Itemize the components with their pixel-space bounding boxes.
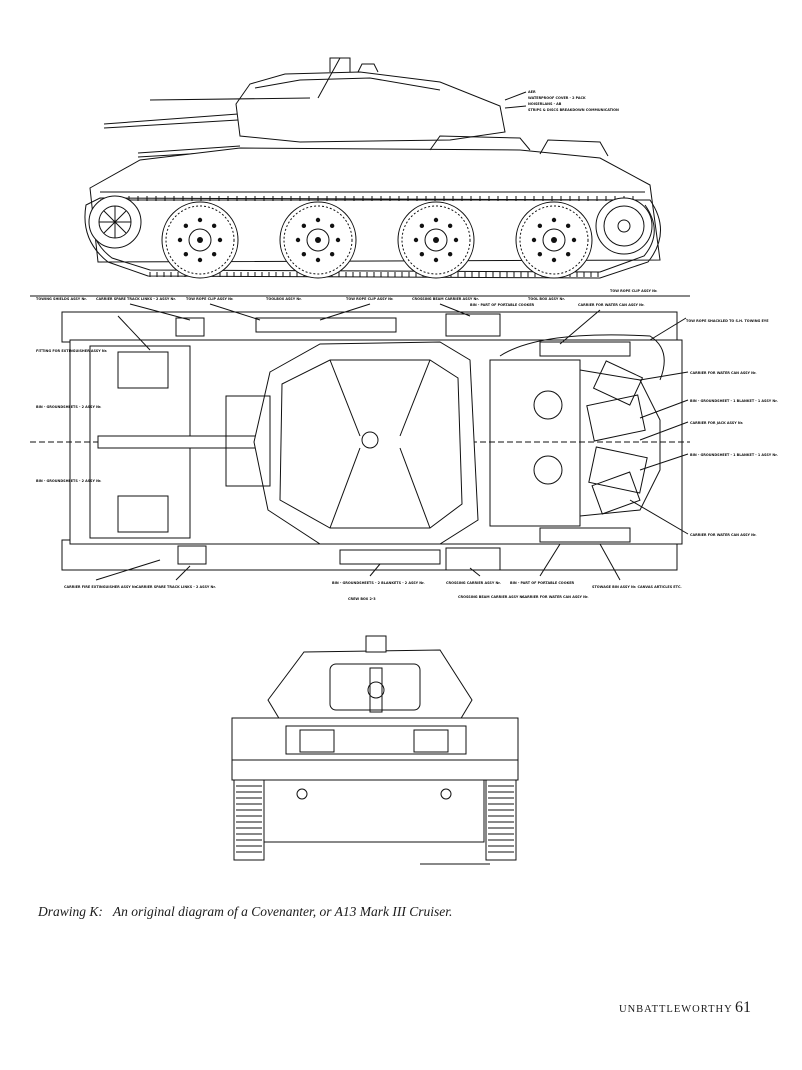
side-label-1: AER [528, 90, 536, 94]
water-can-carrier-bottom [591, 471, 641, 515]
plan-left-label-3: BIN - GROUNDSHEETS - 2 ASSY Nr. [36, 479, 101, 483]
caption-text: An original diagram of a Covenanter, or … [112, 904, 453, 919]
plan-labels-right: TOW ROPE SHACKLED TO S.H. TOWING EYE CAR… [686, 319, 778, 537]
side-elevation-view: AER WATERPROOF COVER - 2 PACK NOISERLANS… [84, 57, 661, 279]
plan-labels-left: FITTING FOR EXTINGUISHER ASSY Nr. BIN - … [36, 349, 107, 483]
plan-right-label-6: CARRIER FOR WATER CAN ASSY Nr. [690, 533, 757, 537]
plan-top-label-4: TOOLBOX ASSY Nr. [266, 297, 302, 301]
plan-top-label-3: TOW ROPE CLIP ASSY Nr. [186, 297, 233, 301]
road-wheel [397, 201, 475, 279]
plan-left-label-1: FITTING FOR EXTINGUISHER ASSY Nr. [36, 349, 107, 353]
plan-right-label-3: BIN - GROUNDSHEET - 1 BLANKET - 1 ASSY N… [690, 399, 778, 403]
plan-bottom-label-8: CARRIER FOR WATER CAN ASSY Nr. [522, 595, 589, 599]
road-wheel [515, 201, 593, 279]
plan-view: TOWING SHIELDS ASSY Nr. CARRIER SPARE TR… [30, 289, 778, 601]
road-wheels [161, 201, 593, 279]
plan-right-label-1: TOW ROPE SHACKLED TO S.H. TOWING EYE [686, 319, 769, 323]
plan-top-label-6: CROSSING BEAM CARRIER ASSY Nr. [412, 297, 479, 301]
side-label-2: WATERPROOF COVER - 2 PACK [528, 96, 586, 100]
idler-wheel [595, 197, 653, 255]
rear-track-links [236, 785, 514, 853]
plan-bottom-label-2: CARRIER SPARE TRACK LINKS - 2 ASSY Nr. [136, 585, 216, 589]
track-links [119, 196, 634, 277]
plan-left-label-2: BIN - GROUNDSHEETS - 2 ASSY Nr. [36, 405, 101, 409]
plan-top-label-2: CARRIER SPARE TRACK LINKS - 2 ASSY Nr. [96, 297, 176, 301]
rear-plate [261, 779, 485, 843]
running-head: UNBATTLEWORTHY [619, 1004, 733, 1015]
plan-top-label-7: BIN - PART OF PORTABLE COOKER [470, 303, 535, 307]
plan-bottom-label-3: BIN - GROUNDSHEETS - 2 BLANKETS - 2 ASSY… [332, 581, 425, 585]
plan-top-label-5: TOW ROPE CLIP ASSY Nr. [346, 297, 393, 301]
plan-top-label-9: CARRIER FOR WATER CAN ASSY Nr. [578, 303, 645, 307]
plan-top-label-8: TOOL BOX ASSY Nr. [528, 297, 565, 301]
rear-elevation-view [231, 635, 519, 865]
water-can-carrier-top [592, 360, 644, 406]
hull-rear [231, 717, 519, 781]
plan-right-label-2: CARRIER FOR WATER CAN ASSY Nr. [690, 371, 757, 375]
rear-track-right [485, 779, 517, 861]
plan-gun [97, 435, 267, 449]
road-wheel [161, 201, 239, 279]
plan-bottom-label-9: STOWAGE BIN ASSY Nr. CANVAS ARTICLES ETC… [592, 585, 682, 589]
track-side [84, 197, 661, 279]
engine-deck [489, 359, 581, 527]
plan-labels-bottom: CARRIER FIRE EXTINGUISHER ASSY Nr. CARRI… [64, 581, 682, 601]
plan-track-top [61, 311, 678, 343]
turret-plan [253, 341, 479, 545]
page-number: 61 [735, 999, 751, 1016]
plan-top-label-1: TOWING SHIELDS ASSY Nr. [36, 297, 87, 301]
plan-right-label-4: CARRIER FOR JACK ASSY Nr. [690, 421, 743, 425]
plan-bottom-label-7: BIN - PART OF PORTABLE COOKER [510, 581, 575, 585]
side-labels: AER WATERPROOF COVER - 2 PACK NOISERLANS… [504, 90, 619, 112]
turret-side [235, 71, 506, 143]
plan-bottom-label-4: CREW BOX 2-3 [348, 597, 376, 601]
plan-bottom-label-6: CROSSING BEAM CARRIER ASSY Nr. [458, 595, 525, 599]
figure-caption: Drawing K: An original diagram of a Coven… [38, 904, 452, 920]
plan-right-label-5: BIN - GROUNDSHEET - 1 BLANKET - 1 ASSY N… [690, 453, 778, 457]
caption-label: Drawing K: [38, 904, 103, 919]
drive-sprocket [88, 195, 142, 249]
plan-bottom-label-1: CARRIER FIRE EXTINGUISHER ASSY Nr. [64, 585, 137, 589]
rear-track-left [233, 779, 265, 861]
side-label-4: STRIPS & DISCS BREAKDOWN COMMUNICATION [528, 108, 619, 112]
road-wheel [279, 201, 357, 279]
plan-bottom-label-5: CROSSING CARRIER ASSY Nr. [446, 581, 501, 585]
plan-labels-top: TOWING SHIELDS ASSY Nr. CARRIER SPARE TR… [36, 289, 657, 307]
side-label-3: NOISERLANS - AB [528, 102, 562, 106]
plan-top-label-10: TOW ROPE CLIP ASSY Nr. [610, 289, 657, 293]
leader-lines [95, 303, 689, 581]
